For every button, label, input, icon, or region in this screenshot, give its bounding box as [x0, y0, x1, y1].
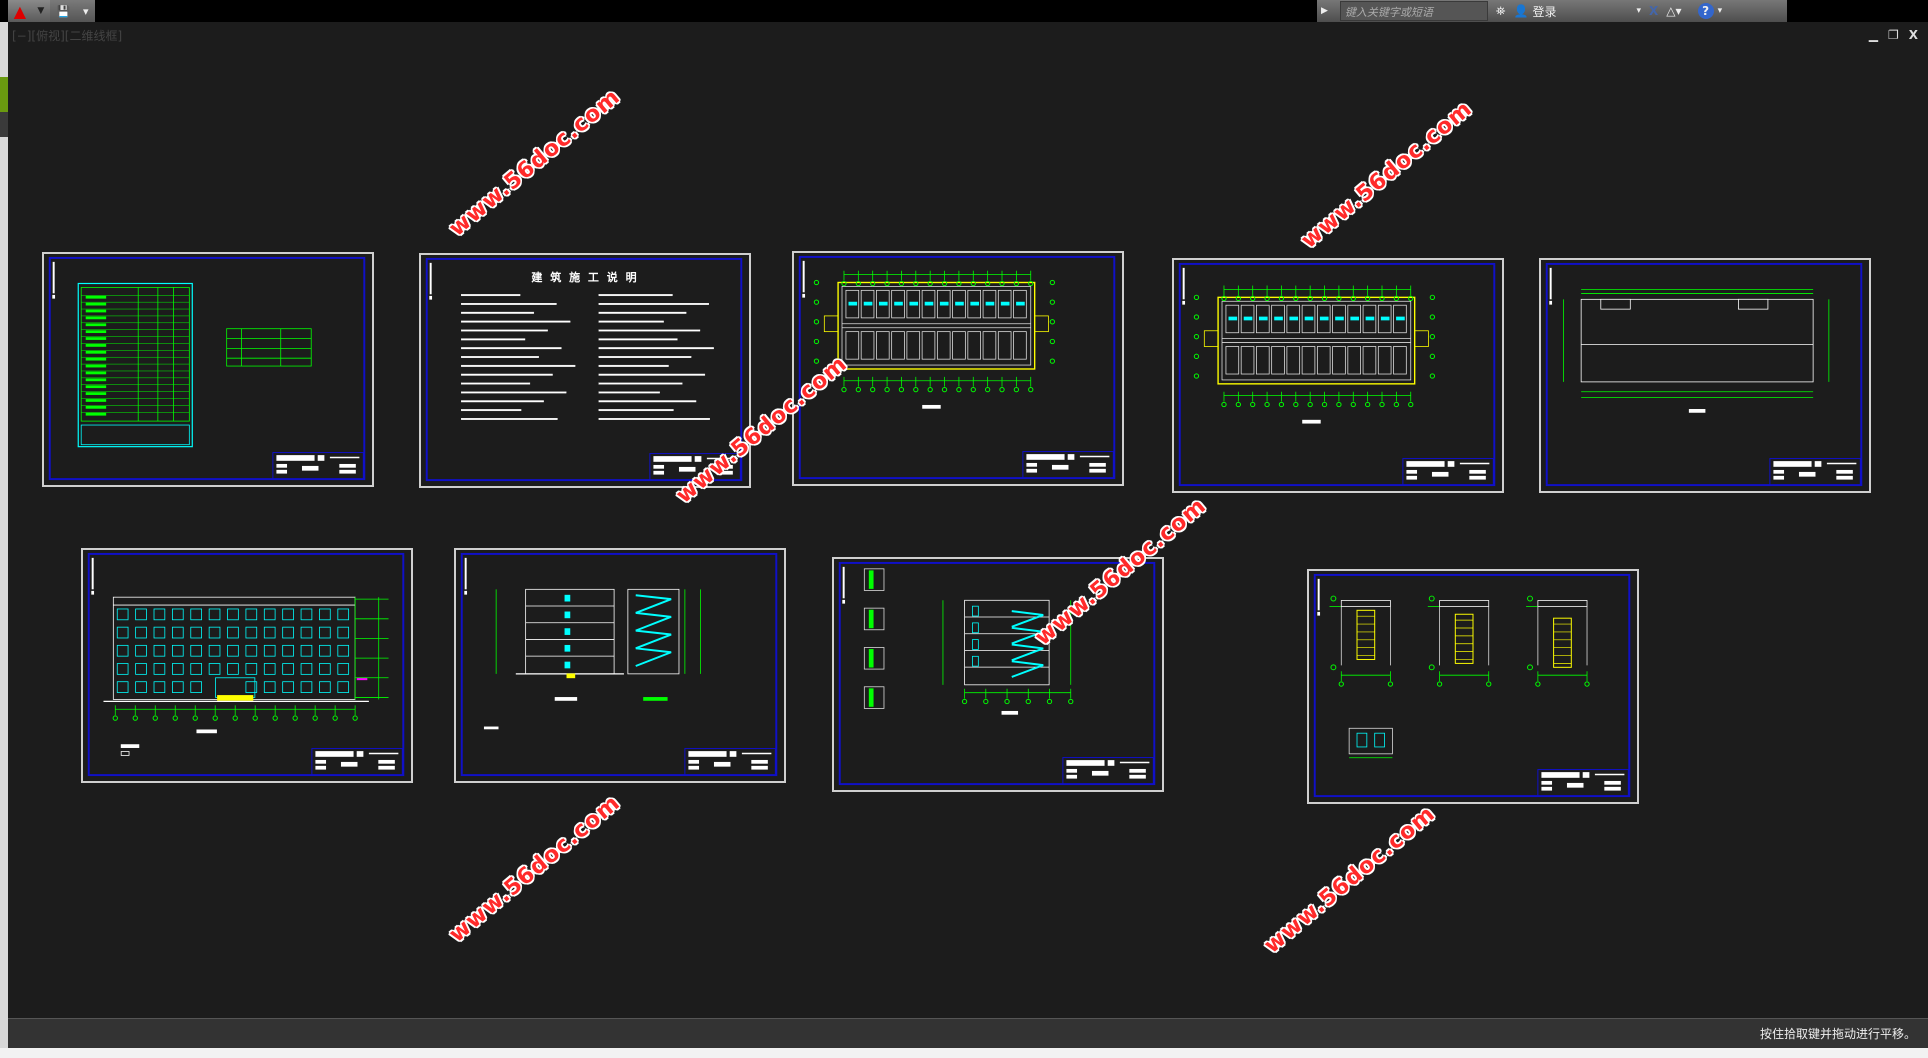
- sheet-drawing: [838, 561, 1156, 786]
- drawing-sheet-2[interactable]: 建 筑 施 工 说 明: [419, 253, 751, 488]
- quick-access-toolbar[interactable]: 💾 ▾: [50, 0, 95, 22]
- login-button[interactable]: 登录: [1532, 4, 1557, 19]
- minimize-button[interactable]: ▁: [1868, 28, 1878, 42]
- application-menu-button[interactable]: ▲ ▼: [8, 0, 50, 22]
- sheet-title: 建 筑 施 工 说 明: [531, 271, 639, 284]
- drawing-window-controls: ▁ ❐ X: [1869, 28, 1918, 42]
- restore-button[interactable]: ❐: [1887, 28, 1899, 42]
- help-dropdown-icon[interactable]: ▾: [1717, 6, 1723, 16]
- info-center: ▶ 键入关键字或短语 ⛯ 👤 登录 ▾ X △▾ ? ▾: [1317, 0, 1787, 22]
- customize-dropdown-icon[interactable]: ▾: [83, 4, 89, 18]
- sheet-drawing: [460, 552, 778, 777]
- save-icon[interactable]: 💾: [56, 4, 71, 18]
- sheet-drawing: [1178, 262, 1496, 487]
- sheet-drawing: [798, 255, 1116, 480]
- watermark-text: www.56doc.com: [1296, 96, 1478, 254]
- bottom-strip: [0, 1048, 1928, 1058]
- status-message: 按住拾取键并拖动进行平移。: [1759, 1027, 1916, 1041]
- drawing-sheet-8[interactable]: [832, 557, 1164, 792]
- watermark-text: www.56doc.com: [444, 84, 626, 242]
- chevron-down-icon: ▼: [37, 6, 45, 16]
- drawing-sheet-6[interactable]: [81, 548, 413, 783]
- a360-icon[interactable]: △▾: [1666, 4, 1682, 18]
- autocad-logo-icon: ▲: [13, 1, 26, 21]
- close-button[interactable]: X: [1908, 28, 1918, 42]
- viewport-controls-label[interactable]: [−][俯视][二维线框]: [12, 29, 123, 43]
- sheet-drawing: [1545, 262, 1863, 487]
- search-input[interactable]: 键入关键字或短语: [1339, 1, 1488, 21]
- watermark-text: www.56doc.com: [444, 790, 626, 948]
- drawing-sheet-9[interactable]: [1307, 569, 1639, 804]
- title-bar: ▲ ▼ 💾 ▾ ▶ 键入关键字或短语 ⛯ 👤 登录 ▾ X △▾ ? ▾: [0, 0, 1928, 22]
- sheet-drawing: [87, 552, 405, 777]
- watermark-text: www.56doc.com: [1259, 801, 1441, 959]
- drawing-sheet-3[interactable]: [792, 251, 1124, 486]
- drawing-sheet-7[interactable]: [454, 548, 786, 783]
- left-panel-edge: [0, 22, 8, 1058]
- exchange-x-icon[interactable]: X: [1649, 4, 1659, 18]
- drawing-sheet-1[interactable]: [42, 252, 374, 487]
- binoculars-search-icon[interactable]: ⛯: [1495, 3, 1506, 18]
- sheet-drawing: [1313, 573, 1631, 798]
- help-icon[interactable]: ?: [1697, 3, 1714, 19]
- expand-arrow-icon[interactable]: ▶: [1321, 6, 1328, 16]
- sheet-drawing: [48, 256, 366, 481]
- sheet-drawing: [425, 257, 743, 482]
- status-bar: 按住拾取键并拖动进行平移。: [8, 1018, 1928, 1048]
- login-dropdown-icon[interactable]: ▾: [1636, 6, 1642, 16]
- drawing-sheet-4[interactable]: [1172, 258, 1504, 493]
- drawing-sheet-5[interactable]: [1539, 258, 1871, 493]
- user-icon[interactable]: 👤: [1513, 4, 1529, 18]
